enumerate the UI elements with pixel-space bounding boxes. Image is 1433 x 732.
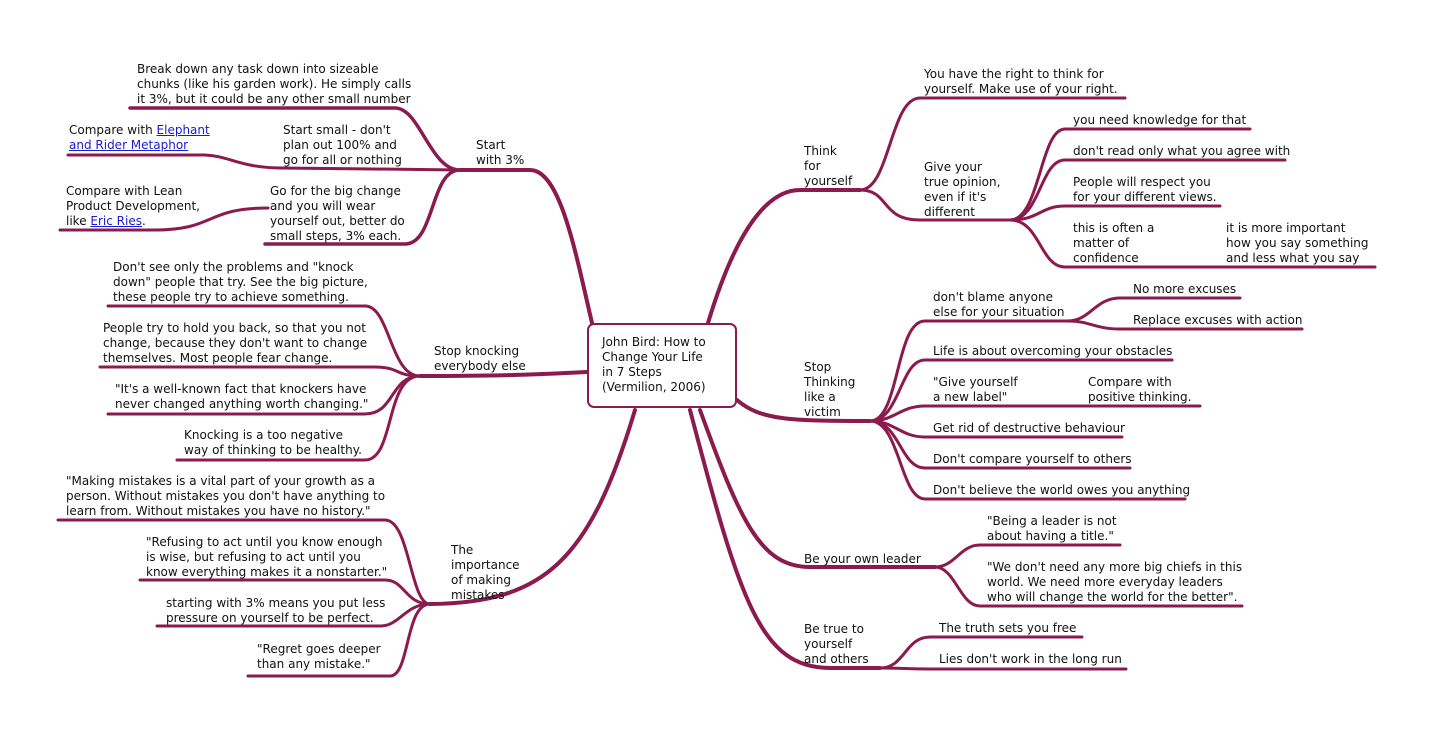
eric-ries-link[interactable]: Eric Ries xyxy=(90,214,142,228)
note-no-more-excuses[interactable]: No more excuses xyxy=(1133,282,1237,296)
note-people-respect[interactable]: People will respect you for your differe… xyxy=(1073,175,1217,204)
branch-true xyxy=(688,408,882,670)
note-dont-compare[interactable]: Don't compare yourself to others xyxy=(933,452,1132,466)
topic-start-3-percent[interactable]: Start with 3% xyxy=(476,138,525,167)
note-compare-lean[interactable]: Compare with Lean Product Development, l… xyxy=(66,184,200,229)
note-true-opinion[interactable]: Give your true opinion, even if it's dif… xyxy=(924,160,1001,219)
central-topic-title: John Bird: How to Change Your Life in 7 … xyxy=(602,335,706,394)
note-go-for-big-change[interactable]: Go for the big change and you will wear … xyxy=(270,184,405,243)
note-compare-elephant[interactable]: Compare with Elephant and Rider Metaphor xyxy=(69,123,210,153)
compare-with-label: Compare with xyxy=(69,123,157,137)
note-overcoming-obstacles[interactable]: Life is about overcoming your obstacles xyxy=(933,344,1173,358)
branch-think xyxy=(706,188,862,325)
topic-stop-knocking[interactable]: Stop knocking everybody else xyxy=(434,344,526,373)
note-destructive-behaviour[interactable]: Get rid of destructive behaviour xyxy=(933,421,1125,435)
note-lies-dont-work[interactable]: Lies don't work in the long run xyxy=(939,652,1122,666)
note-dont-see-problems[interactable]: Don't see only the problems and "knock d… xyxy=(113,260,368,304)
note-leader-title[interactable]: "Being a leader is not about having a ti… xyxy=(987,514,1117,543)
note-well-known-fact[interactable]: "It's a well-known fact that knockers ha… xyxy=(115,382,369,411)
note-big-chiefs[interactable]: "We don't need any more big chiefs in th… xyxy=(987,560,1243,604)
note-mistakes-vital[interactable]: "Making mistakes is a vital part of your… xyxy=(66,474,386,518)
branch-knocking xyxy=(418,370,589,378)
note-new-label[interactable]: "Give yourself a new label" xyxy=(933,375,1018,404)
note-truth-sets-free[interactable]: The truth sets you free xyxy=(939,621,1077,635)
note-dont-read-only[interactable]: don't read only what you agree with xyxy=(1073,144,1291,158)
elephant-rider-link[interactable]: Elephant and Rider Metaphor xyxy=(69,123,210,152)
note-dont-blame[interactable]: don't blame anyone else for your situati… xyxy=(933,290,1065,319)
note-hold-you-back[interactable]: People try to hold you back, so that you… xyxy=(103,321,368,365)
note-matter-of-confidence[interactable]: this is often a matter of confidence xyxy=(1073,221,1155,265)
topic-think-for-yourself[interactable]: Think for yourself xyxy=(804,144,853,188)
note-positive-thinking[interactable]: Compare with positive thinking. xyxy=(1088,375,1192,404)
note-too-negative[interactable]: Knocking is a too negative way of thinki… xyxy=(184,428,362,457)
branch-mistakes xyxy=(428,408,637,606)
note-right-to-think[interactable]: You have the right to think for yourself… xyxy=(924,67,1118,96)
note-regret[interactable]: "Regret goes deeper than any mistake." xyxy=(257,642,381,671)
central-topic[interactable]: John Bird: How to Change Your Life in 7 … xyxy=(587,323,737,408)
topic-be-true[interactable]: Be true to yourself and others xyxy=(804,622,869,666)
note-less-pressure[interactable]: starting with 3% means you put less pres… xyxy=(166,596,386,625)
note-break-down-task[interactable]: Break down any task down into sizeable c… xyxy=(137,62,412,106)
lean-suffix: . xyxy=(141,214,146,228)
note-replace-excuses[interactable]: Replace excuses with action xyxy=(1133,313,1303,327)
note-world-owes[interactable]: Don't believe the world owes you anythin… xyxy=(933,483,1191,497)
topic-own-leader[interactable]: Be your own leader xyxy=(804,552,921,566)
branch-leader xyxy=(698,408,937,569)
branch-start3 xyxy=(458,168,594,325)
note-need-knowledge[interactable]: you need knowledge for that xyxy=(1073,113,1247,127)
note-refusing-to-act[interactable]: "Refusing to act until you know enough i… xyxy=(146,535,388,579)
note-how-you-say[interactable]: it is more important how you say somethi… xyxy=(1226,221,1369,265)
topic-importance-of-mistakes[interactable]: The importance of making mistakes xyxy=(451,543,520,602)
note-start-small[interactable]: Start small - don't plan out 100% and go… xyxy=(283,123,402,167)
branch-victim xyxy=(735,398,872,423)
topic-stop-victim[interactable]: Stop Thinking like a victim xyxy=(804,360,856,419)
lean-prefix: Compare with Lean Product Development, l… xyxy=(66,184,200,228)
